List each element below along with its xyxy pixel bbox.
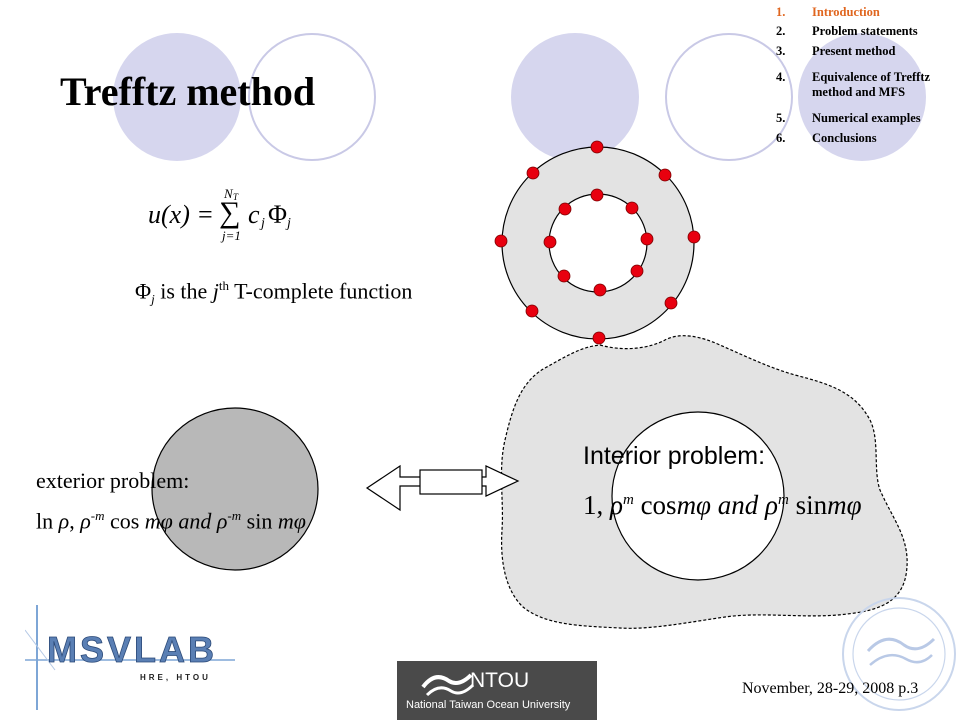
formula-lhs: u(x) = <box>148 200 214 229</box>
node <box>525 304 539 318</box>
slide-title: Trefftz method <box>60 69 316 114</box>
node <box>658 168 672 182</box>
sum-upper-limit-sub: T <box>233 192 239 202</box>
interior-problem-formula: 1, ρm cosmφ and ρm sinmφ <box>583 490 862 520</box>
annulus-outer <box>501 146 695 340</box>
outer-nodes <box>494 140 701 345</box>
decor-circle-3 <box>511 33 639 161</box>
seal-icon <box>842 597 956 711</box>
arrow-shaft-inner <box>419 469 483 495</box>
ntou-wave-icon <box>421 673 475 697</box>
node <box>543 235 557 249</box>
agenda-item-conclusions[interactable]: 6.Conclusions <box>776 131 877 145</box>
msvlab-wordmark: MSVLAB <box>47 629 217 670</box>
exterior-problem-label: exterior problem: <box>36 468 190 493</box>
t-complete-note: Φj is the jth T-complete function <box>135 278 413 307</box>
inner-nodes <box>543 188 654 297</box>
msvlab-subtitle: HRE, HTOU <box>140 673 211 682</box>
agenda-item-numerical-examples[interactable]: 5.Numerical examples <box>776 111 921 125</box>
msvlab-logo-graphic: MSVLAB HRE, HTOU <box>24 605 235 710</box>
agenda-item-present-method[interactable]: 3.Present method <box>776 44 896 58</box>
node <box>558 202 572 216</box>
sum-symbol: ∑ <box>219 196 241 229</box>
node <box>625 201 639 215</box>
node <box>630 264 644 278</box>
node <box>526 166 540 180</box>
formula-phi: Φ <box>268 200 288 229</box>
slide-footer-date: November, 28-29, 2008 p.3 <box>742 680 919 697</box>
node <box>494 234 508 248</box>
node <box>664 296 678 310</box>
interior-domain <box>500 335 908 629</box>
formula-coef: c <box>248 200 260 229</box>
sum-lower-limit: j=1 <box>222 228 241 243</box>
double-arrow <box>365 464 520 512</box>
decor-circle-2 <box>248 33 376 161</box>
decor-circle-5 <box>798 33 926 161</box>
formula-phi-sub: j <box>287 216 291 231</box>
node <box>687 230 701 244</box>
node <box>592 331 606 345</box>
node <box>640 232 654 246</box>
interior-problem-label: Interior problem: <box>583 442 766 470</box>
msvlab-logo: MSVLAB HRE, HTOU <box>24 600 245 720</box>
ntou-logo: NTOU National Taiwan Ocean University <box>397 661 597 720</box>
agenda-item-problem-statements[interactable]: 2.Problem statements <box>776 24 918 38</box>
node <box>590 188 604 202</box>
agenda-item-introduction[interactable]: 1.Introduction <box>776 5 880 19</box>
exterior-problem-formula: ln ρ, ρ-m cos mφ and ρ-m sin mφ <box>36 508 306 534</box>
decor-circle-4 <box>665 33 793 161</box>
node <box>557 269 571 283</box>
ntou-full-name: National Taiwan Ocean University <box>406 699 571 711</box>
formula-coef-sub: j <box>261 216 265 231</box>
ntou-name: NTOU <box>470 669 530 692</box>
decor-circle-1 <box>113 33 241 161</box>
annulus-inner <box>548 193 648 293</box>
node <box>593 283 607 297</box>
sum-upper-limit: N <box>224 186 233 201</box>
